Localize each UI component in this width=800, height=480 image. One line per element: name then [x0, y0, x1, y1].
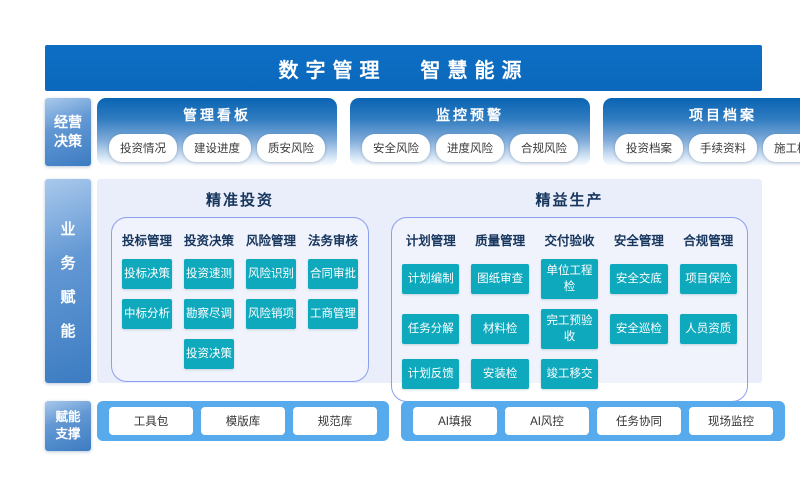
chip-ai-risk-control[interactable]: AI风控 — [505, 407, 589, 435]
decision-row: 经营 决策 管理看板 投资情况 建设进度 质安风险 监控预警 安全风险 进度风险… — [45, 98, 800, 166]
tile-personnel-qualification[interactable]: 人员资质 — [679, 314, 737, 345]
chip-safety-risk[interactable]: 安全风险 — [362, 134, 430, 162]
toolbox-bar: 工具包 模版库 规范库 — [97, 401, 389, 441]
tile-safety-patrol[interactable]: 安全巡检 — [610, 314, 668, 345]
tile-business-registration[interactable]: 工商管理 — [308, 299, 359, 329]
chip-ai-filing[interactable]: AI填报 — [413, 407, 497, 435]
page-title-right: 智慧能源 — [420, 59, 529, 82]
column-header-quality-management: 质量管理 — [475, 234, 526, 248]
sidebar-label-business: 业 务 赋 能 — [45, 179, 91, 383]
support-bars: 工具包 模版库 规范库 AI填报 AI风控 任务协同 现场监控 — [97, 401, 785, 441]
production-box: 计划管理 质量管理 交付验收 安全管理 合规管理 计划编制 图纸审查 单位工程检… — [391, 217, 748, 403]
column-header-safety-management: 安全管理 — [613, 234, 664, 248]
tile-safety-briefing[interactable]: 安全交底 — [610, 264, 668, 295]
tile-bid-win-analysis[interactable]: 中标分析 — [122, 299, 173, 329]
chip-template-library[interactable]: 模版库 — [201, 407, 285, 435]
sidebar-label-line: 赋能 — [55, 410, 81, 425]
section-title: 精准投资 — [206, 192, 275, 209]
sidebar-label-char: 赋 — [60, 289, 76, 306]
column-header-plan-management: 计划管理 — [405, 234, 456, 248]
panel-title: 管理看板 — [183, 107, 251, 123]
panel-title: 项目档案 — [689, 107, 757, 123]
tile-risk-identification[interactable]: 风险识别 — [246, 259, 297, 289]
tile-bid-decision[interactable]: 投标决策 — [122, 259, 173, 289]
tile-material-inspection[interactable]: 材料检 — [471, 314, 529, 345]
tile-investment-decision[interactable]: 投资决策 — [184, 339, 235, 369]
section-lean-production: 精益生产 计划管理 质量管理 交付验收 安全管理 合规管理 计划编制 图纸审查 … — [391, 187, 748, 403]
chip-construction-archive[interactable]: 施工档案 — [763, 134, 800, 162]
panel-title: 监控预警 — [436, 107, 504, 123]
sidebar-label-line: 支撑 — [55, 427, 81, 441]
tile-plan-preparation[interactable]: 计划编制 — [402, 264, 460, 295]
business-row: 业 务 赋 能 精准投资 投标管理 投资决策 风险管理 法务审核 投标决策 投资… — [45, 179, 762, 403]
chip-progress-risk[interactable]: 进度风险 — [436, 134, 504, 162]
page-title-left: 数字管理 — [278, 59, 387, 82]
investment-grid: 投标管理 投资决策 风险管理 法务审核 投标决策 投资速测 风险识别 合同审批 … — [122, 230, 359, 369]
panel-monitoring-warning: 监控预警 安全风险 进度风险 合规风险 — [350, 98, 590, 166]
sidebar-label-char: 务 — [60, 254, 76, 272]
chip-procedure-documents[interactable]: 手续资料 — [689, 134, 757, 162]
column-header-legal-review: 法务审核 — [308, 234, 359, 248]
page-title-banner: 数字管理 智慧能源 — [45, 45, 762, 91]
production-grid: 计划管理 质量管理 交付验收 安全管理 合规管理 计划编制 图纸审查 单位工程检… — [402, 230, 737, 390]
support-row: 赋能 支撑 工具包 模版库 规范库 AI填报 AI风控 任务协同 现场监控 — [45, 401, 785, 451]
sidebar-label-char: 能 — [60, 323, 76, 341]
chip-investment-archive[interactable]: 投资档案 — [615, 134, 683, 162]
tile-installation-inspection[interactable]: 安装检 — [471, 359, 529, 390]
tile-drawing-review[interactable]: 图纸审查 — [471, 264, 529, 295]
section-title: 精益生产 — [535, 192, 604, 209]
column-header-compliance-management: 合规管理 — [683, 234, 734, 248]
chip-construction-progress[interactable]: 建设进度 — [183, 134, 251, 162]
panel-project-archives: 项目档案 投资档案 手续资料 施工档案 — [603, 98, 800, 166]
chip-row: 安全风险 进度风险 合规风险 — [360, 134, 580, 162]
tile-task-breakdown[interactable]: 任务分解 — [402, 314, 460, 345]
column-header-investment-decision: 投资决策 — [184, 234, 235, 248]
investment-box: 投标管理 投资决策 风险管理 法务审核 投标决策 投资速测 风险识别 合同审批 … — [111, 217, 370, 382]
chip-task-collaboration[interactable]: 任务协同 — [597, 407, 681, 435]
sidebar-label-support: 赋能 支撑 — [45, 401, 91, 451]
decision-panels: 管理看板 投资情况 建设进度 质安风险 监控预警 安全风险 进度风险 合规风险 … — [97, 98, 800, 166]
column-header-delivery-acceptance: 交付验收 — [544, 234, 595, 248]
ai-tools-bar: AI填报 AI风控 任务协同 现场监控 — [401, 401, 785, 441]
sidebar-label-decision: 经营 决策 — [45, 98, 91, 166]
tile-unit-project-inspection[interactable]: 单位工程检 — [540, 259, 599, 300]
business-panel: 精准投资 投标管理 投资决策 风险管理 法务审核 投标决策 投资速测 风险识别 … — [97, 179, 762, 403]
panel-management-dashboard: 管理看板 投资情况 建设进度 质安风险 — [97, 98, 337, 166]
chip-site-monitoring[interactable]: 现场监控 — [689, 407, 773, 435]
column-header-risk-management: 风险管理 — [246, 234, 297, 248]
tile-survey-due-diligence[interactable]: 勘察尽调 — [184, 299, 235, 329]
chip-standard-library[interactable]: 规范库 — [293, 407, 377, 435]
chip-quality-safety-risk[interactable]: 质安风险 — [257, 134, 325, 162]
sidebar-label-char: 业 — [60, 220, 76, 238]
column-header-bid-management: 投标管理 — [122, 234, 173, 248]
tile-completion-handover[interactable]: 竣工移交 — [540, 359, 599, 390]
sidebar-label-line: 经营 — [54, 114, 82, 131]
tile-completion-pre-acceptance[interactable]: 完工预验收 — [540, 309, 599, 350]
tile-plan-feedback[interactable]: 计划反馈 — [402, 359, 460, 390]
chip-row: 投资情况 建设进度 质安风险 — [107, 134, 327, 162]
tile-investment-quick-test[interactable]: 投资速测 — [184, 259, 235, 289]
chip-compliance-risk[interactable]: 合规风险 — [510, 134, 578, 162]
chip-row: 投资档案 手续资料 施工档案 — [613, 134, 800, 162]
sidebar-label-line: 决策 — [54, 133, 82, 149]
chip-toolkit[interactable]: 工具包 — [109, 407, 193, 435]
tile-project-insurance[interactable]: 项目保险 — [679, 264, 737, 295]
tile-risk-closure[interactable]: 风险销项 — [246, 299, 297, 329]
chip-investment-status[interactable]: 投资情况 — [109, 134, 177, 162]
tile-contract-approval[interactable]: 合同审批 — [308, 259, 359, 289]
section-precise-investment: 精准投资 投标管理 投资决策 风险管理 法务审核 投标决策 投资速测 风险识别 … — [111, 187, 370, 382]
